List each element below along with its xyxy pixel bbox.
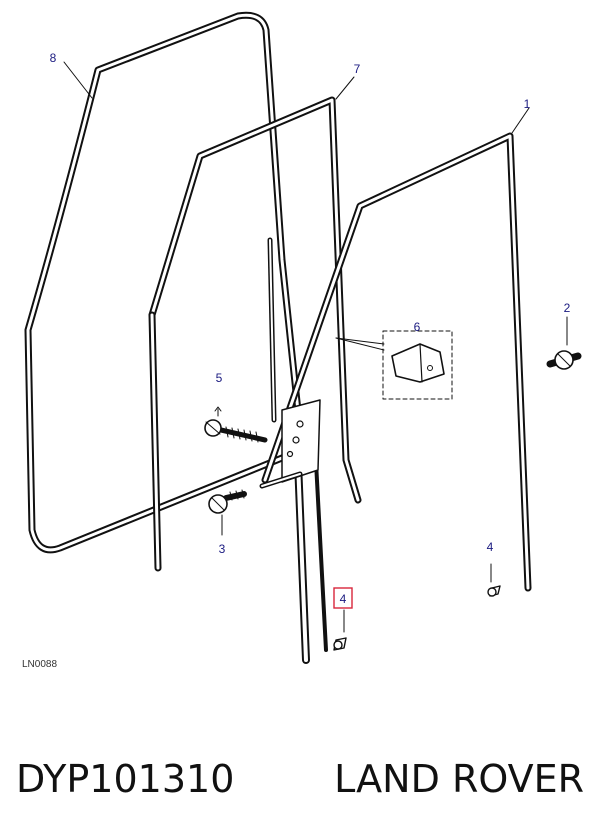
callout-7: 7 bbox=[354, 62, 361, 76]
callout-8: 8 bbox=[50, 51, 57, 65]
screw-part-2 bbox=[546, 316, 582, 370]
screw-part-3 bbox=[208, 489, 247, 536]
highlight-box bbox=[333, 587, 353, 609]
brand-name: LAND ROVER bbox=[334, 757, 584, 801]
diagram-reference-code: LN0088 bbox=[22, 659, 57, 670]
window-frame-seal-part-1 bbox=[261, 132, 532, 592]
door-seal-part-8 bbox=[24, 11, 304, 554]
callout-4-right: 4 bbox=[487, 540, 494, 554]
callout-3: 3 bbox=[219, 542, 226, 556]
callout-2: 2 bbox=[564, 301, 571, 315]
screw-part-5 bbox=[204, 406, 268, 443]
callout-4-lower: 4 bbox=[340, 592, 347, 606]
callout-6: 6 bbox=[414, 320, 421, 334]
part-number: DYP101310 bbox=[16, 757, 235, 801]
division-channel bbox=[259, 399, 328, 664]
part-caption: DYP101310 LAND ROVER bbox=[0, 744, 600, 814]
glass-run-channel-part-7 bbox=[148, 96, 362, 572]
clip-part-4-lower bbox=[333, 609, 347, 651]
clip-part-4-right bbox=[487, 563, 501, 597]
callout-5: 5 bbox=[216, 371, 223, 385]
clip-part-6 bbox=[382, 330, 453, 400]
parts-diagram: 1 2 3 4 4 5 6 7 8 LN0088 bbox=[22, 11, 582, 670]
callout-1: 1 bbox=[524, 97, 531, 111]
